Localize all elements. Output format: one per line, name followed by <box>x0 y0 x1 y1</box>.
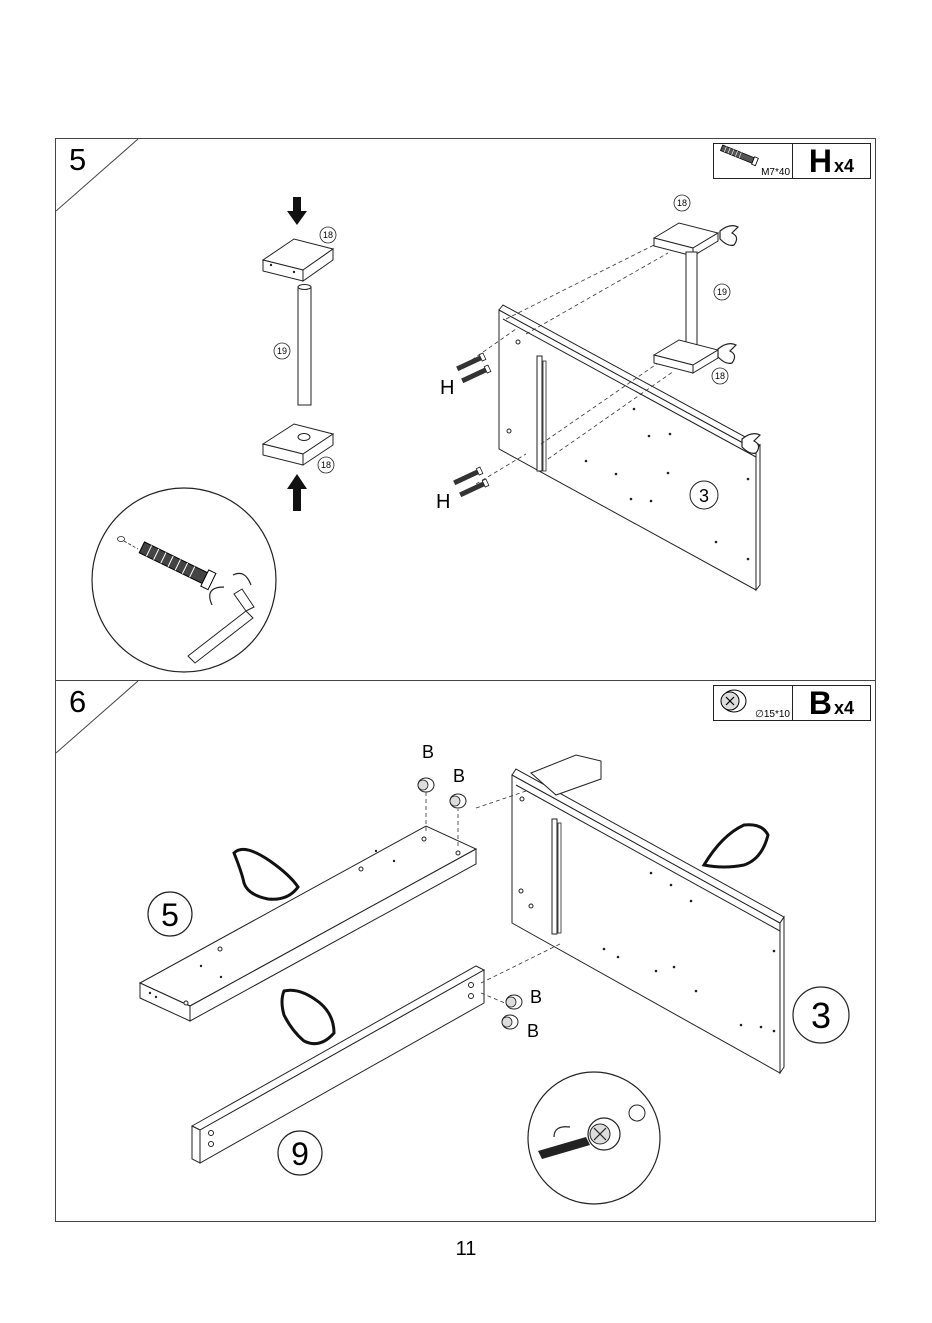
cam-lock-icon <box>506 995 522 1009</box>
cam-label-b: B <box>530 987 542 1007</box>
screw-icon <box>453 467 483 486</box>
panel-3-part <box>512 755 784 1073</box>
step-5-illustration: 18 19 18 <box>56 139 875 680</box>
arrow-down-icon <box>287 197 307 225</box>
part-label-panel-5: 5 <box>161 897 179 933</box>
hand-icon <box>282 990 334 1043</box>
top-plate-part <box>263 239 333 281</box>
part-label-panel-post: 19 <box>717 287 727 297</box>
page-number: 11 <box>0 1238 932 1261</box>
hand-icon <box>704 825 768 867</box>
arrow-up-icon <box>287 474 307 511</box>
cam-label-b: B <box>527 1021 539 1041</box>
cam-label-b: B <box>453 766 465 786</box>
cam-lock-icon <box>418 778 434 792</box>
cam-label-b: B <box>422 742 434 762</box>
right-bottom-plate <box>654 340 718 373</box>
hand-icon <box>720 226 738 246</box>
part-label-panel-top: 18 <box>677 198 687 208</box>
right-top-plate <box>654 223 718 256</box>
part-label-panel-3: 3 <box>811 995 831 1036</box>
step-6-illustration: 5 9 <box>56 681 875 1221</box>
post-part <box>298 285 311 406</box>
screw-icon <box>459 479 489 498</box>
screw-label-h: H <box>436 491 450 513</box>
detail-circle-cam-lock <box>528 1072 660 1204</box>
step-5-panel: 5 M7*40 H x4 <box>55 138 876 681</box>
screw-label-h: H <box>440 377 454 399</box>
cam-lock-icon <box>450 794 466 808</box>
cam-lock-icon <box>502 1015 518 1029</box>
hand-icon <box>234 849 298 899</box>
right-post <box>686 252 697 347</box>
part-label-panel: 3 <box>699 486 709 506</box>
part-label-post: 19 <box>277 346 287 356</box>
detail-circle-allen-key <box>92 488 276 672</box>
part-label-top-plate: 18 <box>323 230 333 240</box>
part-label-bottom-plate: 18 <box>321 460 331 470</box>
step-6-panel: 6 ∅15*10 B x4 <box>55 680 876 1222</box>
part-label-panel-bottom: 18 <box>715 371 725 381</box>
part-label-panel-9: 9 <box>291 1136 309 1172</box>
hand-icon <box>718 344 736 364</box>
